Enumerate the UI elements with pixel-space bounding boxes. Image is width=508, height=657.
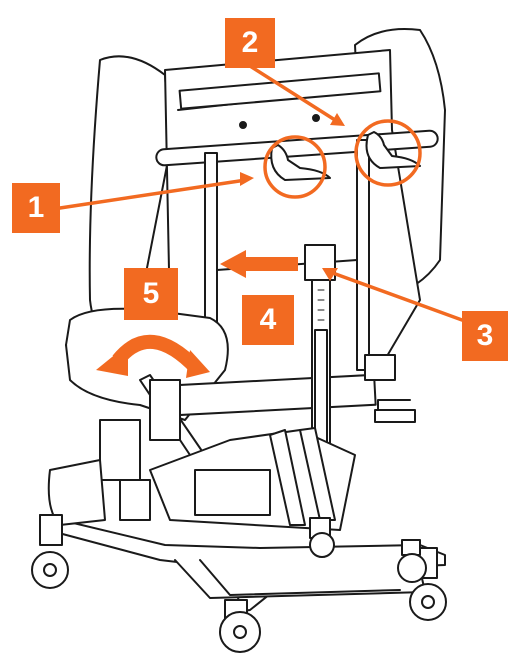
arrow-icon — [220, 250, 298, 278]
callout-3: 3 — [462, 311, 508, 361]
callout-1: 1 — [12, 183, 60, 233]
callout-2: 2 — [225, 18, 275, 68]
caster-rear-left — [219, 599, 261, 653]
leader-line-3 — [328, 270, 464, 322]
leader-line-1 — [58, 178, 248, 210]
left-lever-handle-icon — [270, 144, 331, 181]
leader-line-2 — [248, 64, 337, 122]
caster-mid-right — [397, 539, 427, 583]
backrest-slot — [178, 72, 382, 110]
caster-front-left — [31, 514, 69, 589]
callout-4: 4 — [242, 295, 294, 345]
curved-rotate-arrow-icon — [96, 334, 210, 378]
caster-rear-right — [309, 517, 335, 558]
highlight-circle-left-handle — [263, 135, 327, 199]
foot-rest-bar — [374, 409, 416, 423]
base-support — [47, 459, 106, 526]
right-lever-handle-icon — [365, 131, 421, 169]
highlight-circle-right-handle — [354, 119, 422, 187]
callout-5: 5 — [124, 268, 178, 320]
